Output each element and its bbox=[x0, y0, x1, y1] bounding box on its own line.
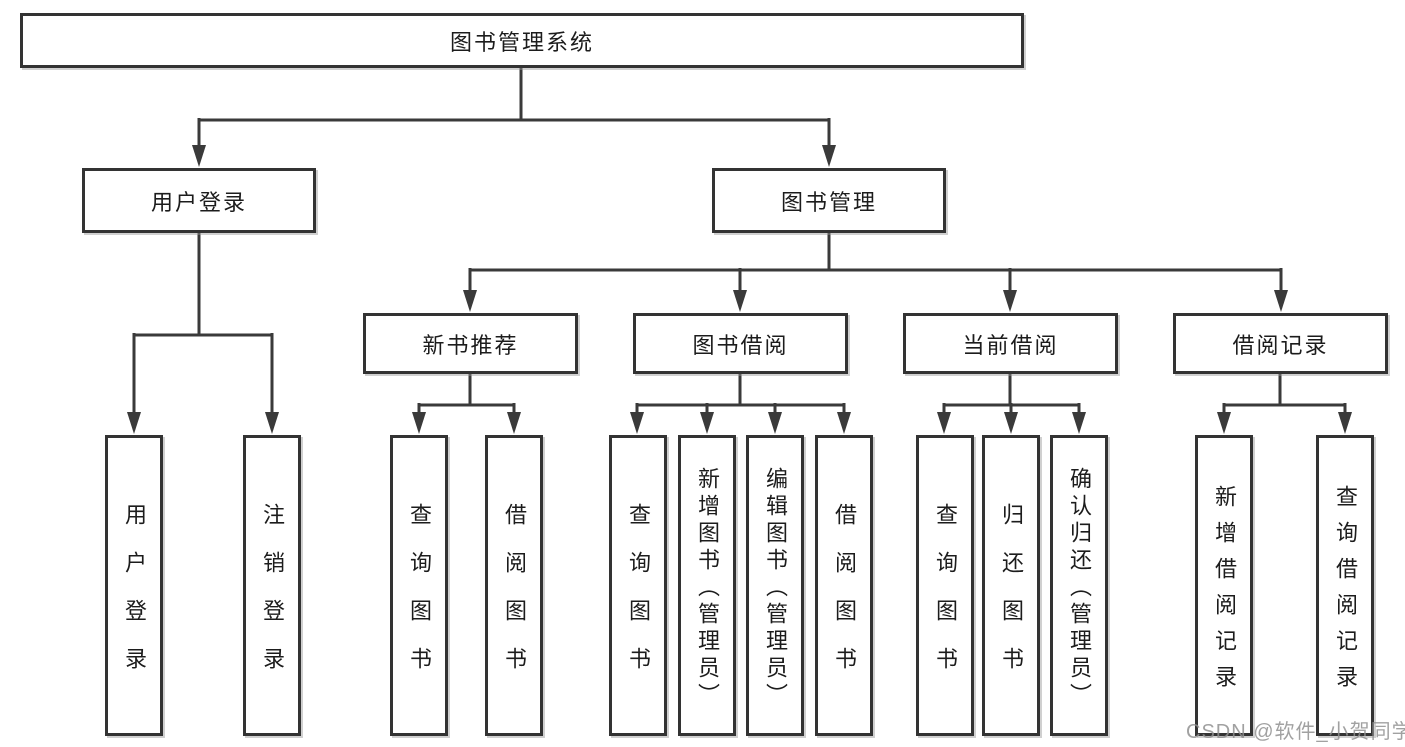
node-leaf-user-login: 用户登录 bbox=[105, 435, 163, 736]
node-user-login: 用户登录 bbox=[82, 168, 316, 233]
node-book-management: 图书管理 bbox=[712, 168, 946, 233]
node-leaf-edit-books-admin: 编辑图书（管理员） bbox=[746, 435, 804, 736]
node-leaf-add-borrow-record: 新增借阅记录 bbox=[1195, 435, 1253, 736]
node-leaf-return-books: 归还图书 bbox=[982, 435, 1040, 736]
connector-new-book-recommend-to-leaves bbox=[412, 373, 521, 434]
node-leaf-query-books-current: 查询图书 bbox=[916, 435, 974, 736]
node-leaf-borrow-books: 借阅图书 bbox=[815, 435, 873, 736]
node-leaf-add-books-admin: 新增图书（管理员） bbox=[678, 435, 736, 736]
node-book-borrow: 图书借阅 bbox=[633, 313, 848, 374]
node-leaf-query-books-borrow: 查询图书 bbox=[609, 435, 667, 736]
connector-current-borrow-to-leaves bbox=[937, 373, 1086, 434]
node-leaf-logout: 注销登录 bbox=[243, 435, 301, 736]
connector-borrow-records-to-leaves bbox=[1217, 373, 1352, 434]
node-leaf-borrow-books-recommend: 借阅图书 bbox=[485, 435, 543, 736]
connector-user-login-to-leaves bbox=[127, 232, 279, 434]
connector-book-borrow-to-leaves bbox=[630, 373, 851, 434]
node-current-borrow: 当前借阅 bbox=[903, 313, 1118, 374]
watermark: CSDN @软件_小贺同学 bbox=[1186, 721, 1405, 743]
node-leaf-confirm-return-admin: 确认归还（管理员） bbox=[1050, 435, 1108, 736]
node-root-library-management-system: 图书管理系统 bbox=[20, 13, 1024, 68]
node-borrow-records: 借阅记录 bbox=[1173, 313, 1388, 374]
node-new-book-recommend: 新书推荐 bbox=[363, 313, 578, 374]
node-leaf-query-borrow-record: 查询借阅记录 bbox=[1316, 435, 1374, 736]
connector-root-to-level2 bbox=[192, 67, 836, 167]
connector-book-management-to-level3 bbox=[463, 232, 1288, 312]
node-leaf-query-books-recommend: 查询图书 bbox=[390, 435, 448, 736]
